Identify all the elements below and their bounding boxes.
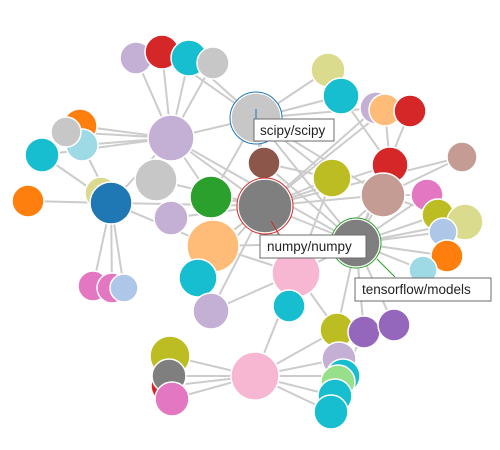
label-numpy[interactable]: numpy/numpy <box>259 220 367 259</box>
graph-node[interactable] <box>153 200 189 236</box>
graph-node[interactable] <box>312 158 352 198</box>
label-box-tensorflow <box>354 277 492 302</box>
label-box-numpy <box>259 234 367 259</box>
graph-node[interactable] <box>360 172 406 218</box>
label-text-scipy: scipy/scipy <box>260 123 326 138</box>
graph-node[interactable] <box>377 308 411 342</box>
graph-node[interactable] <box>89 181 133 225</box>
label-box-scipy <box>253 118 335 142</box>
graph-node[interactable] <box>230 351 280 401</box>
graph-node[interactable] <box>322 77 360 115</box>
graph-labels: scipy/scipy numpy/numpy tensorflow/model… <box>253 109 492 302</box>
label-pointer-tensorflow <box>376 258 396 278</box>
graph-node[interactable] <box>109 273 139 303</box>
graph-edge <box>264 156 463 207</box>
graph-node[interactable] <box>154 381 190 417</box>
label-pointer-numpy <box>270 220 281 237</box>
graph-node[interactable] <box>178 258 218 298</box>
graph-node[interactable] <box>134 158 178 202</box>
node-highlight-ring <box>236 177 294 235</box>
graph-nodes <box>11 34 484 430</box>
graph-node[interactable] <box>192 292 230 330</box>
node-highlight-ring <box>229 91 283 145</box>
node-numpy[interactable] <box>237 178 293 234</box>
label-tensorflow[interactable]: tensorflow/models <box>354 258 492 302</box>
graph-node[interactable] <box>272 289 306 323</box>
graph-node[interactable] <box>24 137 60 173</box>
graph-node[interactable] <box>446 141 478 173</box>
graph-node[interactable] <box>347 315 381 349</box>
graph-node[interactable] <box>147 114 195 162</box>
graph-node[interactable] <box>247 146 281 180</box>
graph-node[interactable] <box>189 175 233 219</box>
graph-node[interactable] <box>393 94 427 128</box>
graph-node[interactable] <box>50 116 82 148</box>
label-text-tensorflow: tensorflow/models <box>362 282 471 297</box>
graph-node[interactable] <box>196 46 230 80</box>
label-scipy[interactable]: scipy/scipy <box>253 109 335 142</box>
graph-node[interactable] <box>11 184 45 218</box>
label-text-numpy: numpy/numpy <box>267 239 352 254</box>
graph-node[interactable] <box>430 239 464 273</box>
graph-node[interactable] <box>313 394 349 430</box>
